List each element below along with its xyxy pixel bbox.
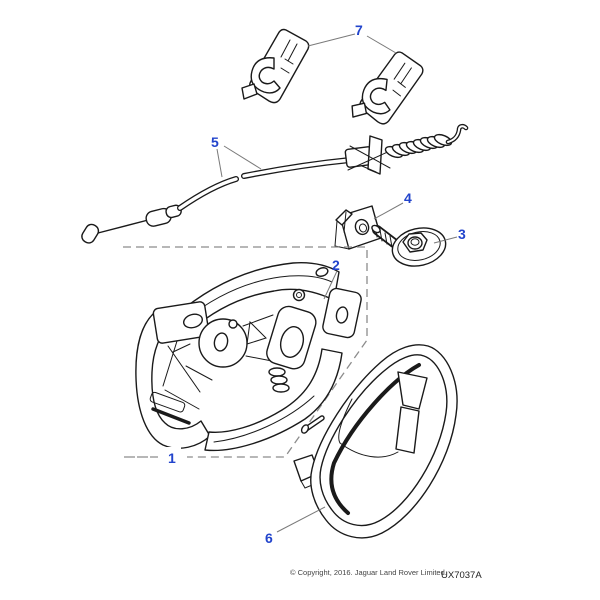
handle-mechanism — [135, 262, 362, 452]
u-nut-clip — [334, 205, 382, 250]
footer: © Copyright, 2016. Jaguar Land Rover Lim… — [290, 568, 482, 581]
callout-7: 7 — [355, 22, 363, 38]
callout-4: 4 — [404, 190, 412, 206]
escutcheon-seal — [293, 344, 458, 539]
cable-spring — [384, 133, 453, 159]
drawing-code: UX7037A — [441, 570, 482, 581]
leader-lines — [216, 33, 458, 533]
callout-1: 1 — [168, 450, 176, 466]
release-cable — [81, 123, 469, 244]
callout-3: 3 — [458, 226, 466, 242]
callout-2: 2 — [332, 257, 340, 273]
flanged-screw — [371, 224, 447, 267]
callout-6: 6 — [265, 530, 273, 546]
callout-5: 5 — [211, 134, 219, 150]
copyright-text: © Copyright, 2016. Jaguar Land Rover Lim… — [290, 568, 447, 577]
cable-clip-right — [349, 47, 426, 129]
cable-clip-left — [241, 28, 310, 104]
callout-labels: 1 2 3 4 5 6 7 — [164, 22, 466, 546]
assembly-boundary — [123, 246, 368, 458]
